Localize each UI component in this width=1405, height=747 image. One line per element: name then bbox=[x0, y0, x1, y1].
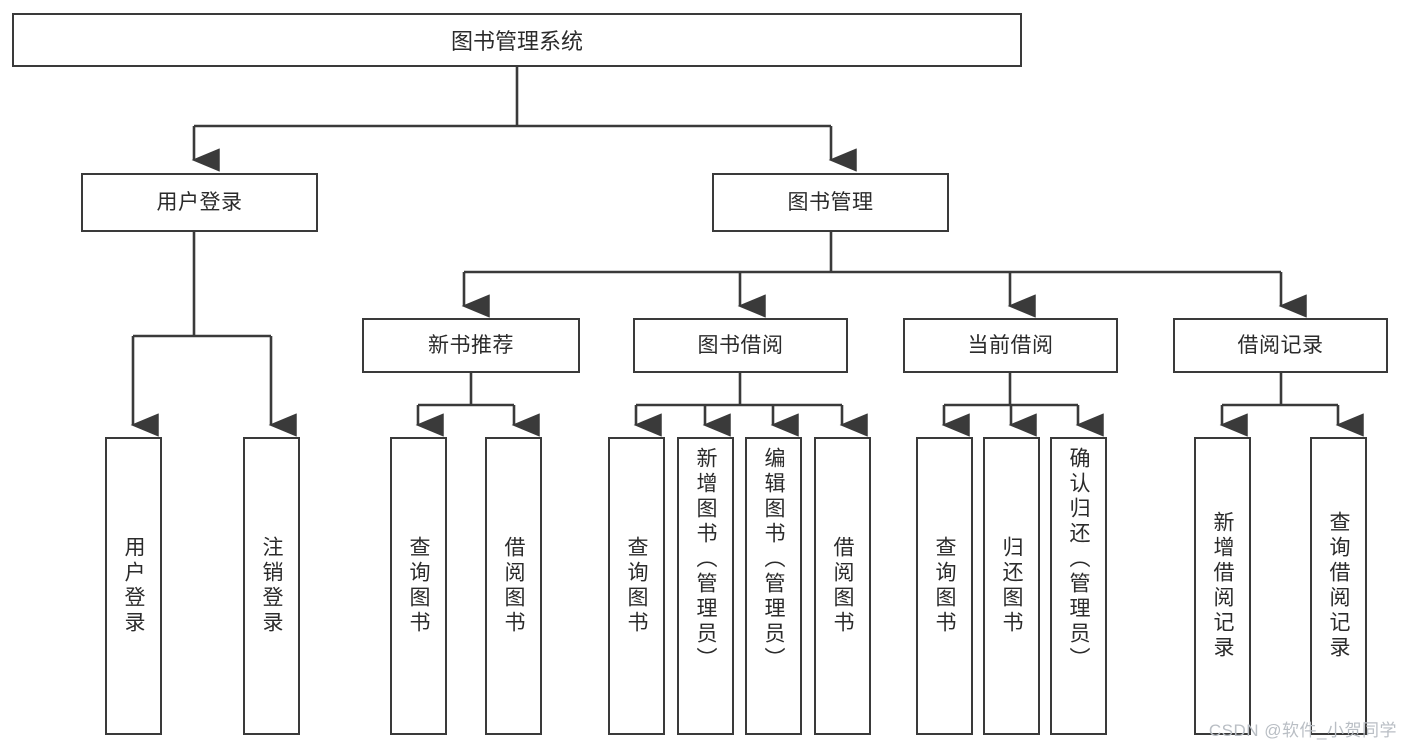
leaf-query-book-borrow[interactable]: 查询图书 bbox=[608, 437, 665, 735]
leaf-query-borrow-record[interactable]: 查询借阅记录 bbox=[1310, 437, 1367, 735]
leaf-add-book-admin[interactable]: 新增图书（管理员） bbox=[677, 437, 734, 735]
node-user-login[interactable]: 用户登录 bbox=[81, 173, 318, 232]
watermark-text: CSDN @软件_小贺同学 bbox=[1208, 721, 1397, 740]
leaf-add-borrow-record[interactable]: 新增借阅记录 bbox=[1194, 437, 1251, 735]
leaf-return-book[interactable]: 归还图书 bbox=[983, 437, 1040, 735]
node-borrow-record[interactable]: 借阅记录 bbox=[1173, 318, 1388, 373]
node-new-book-recommend[interactable]: 新书推荐 bbox=[362, 318, 580, 373]
leaf-edit-book-admin[interactable]: 编辑图书（管理员） bbox=[745, 437, 802, 735]
leaf-confirm-return-admin[interactable]: 确认归还（管理员） bbox=[1050, 437, 1107, 735]
leaf-borrow-book-borrow[interactable]: 借阅图书 bbox=[814, 437, 871, 735]
node-current-borrow[interactable]: 当前借阅 bbox=[903, 318, 1118, 373]
leaf-user-login[interactable]: 用户登录 bbox=[105, 437, 162, 735]
node-book-manage[interactable]: 图书管理 bbox=[712, 173, 949, 232]
leaf-borrow-book-recommend[interactable]: 借阅图书 bbox=[485, 437, 542, 735]
leaf-query-book-current[interactable]: 查询图书 bbox=[916, 437, 973, 735]
node-root[interactable]: 图书管理系统 bbox=[12, 13, 1022, 67]
leaf-logout[interactable]: 注销登录 bbox=[243, 437, 300, 735]
leaf-query-book-recommend[interactable]: 查询图书 bbox=[390, 437, 447, 735]
node-book-borrow[interactable]: 图书借阅 bbox=[633, 318, 848, 373]
